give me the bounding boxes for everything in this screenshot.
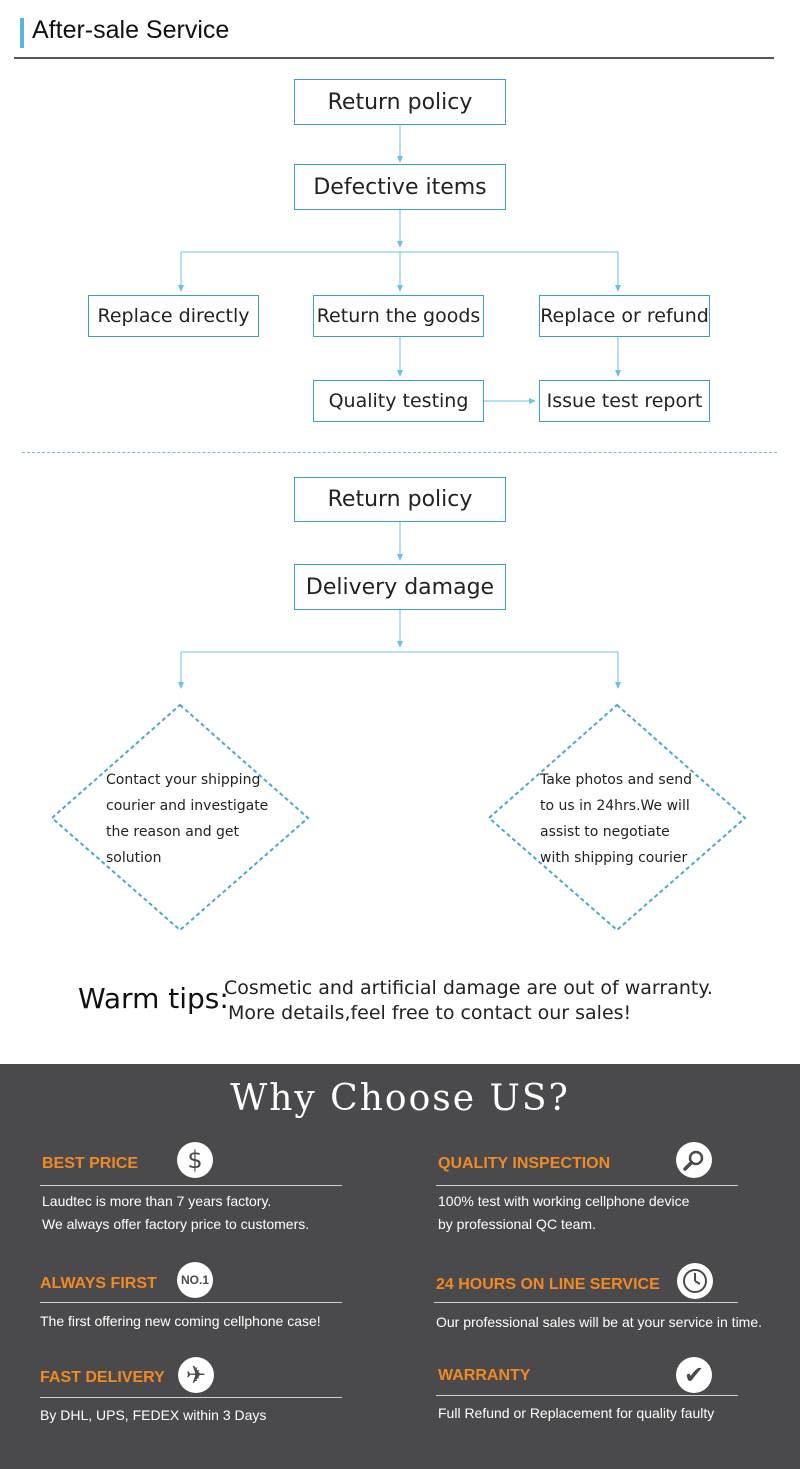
- page-title: After-sale Service: [32, 16, 230, 44]
- feature-divider: [40, 1302, 342, 1303]
- why-choose-us-section: [0, 1064, 800, 1469]
- left-diamond-outline: [50, 703, 310, 932]
- dollar-glyph: $: [187, 1146, 203, 1174]
- warm-tips-line-2: More details,feel free to contact our sa…: [228, 1002, 632, 1024]
- right-diamond-line-3: assist to negotiate: [540, 824, 670, 840]
- warm-tips-line-1: Cosmetic and artificial damage are out o…: [224, 977, 713, 999]
- feature-line: Our professional sales will be at your s…: [436, 1314, 763, 1330]
- feature-divider: [436, 1185, 738, 1186]
- left-diamond-line-3: the reason and get: [106, 824, 240, 840]
- feature-divider: [40, 1397, 342, 1398]
- left-diamond-line-4: solution: [106, 850, 162, 866]
- left-diamond-text: Contact your shipping courier and invest…: [106, 767, 268, 871]
- flowchart-connectors: [50, 125, 747, 932]
- feature-text-warranty: Full Refund or Replacement for quality f…: [438, 1402, 714, 1425]
- replace-or-refund-box: Replace or refund: [539, 295, 710, 337]
- return-policy-box-2: Return policy: [294, 477, 506, 522]
- quality-testing-box: Quality testing: [313, 380, 484, 422]
- magnifier-svg: [683, 1150, 704, 1171]
- feature-text-fast-delivery: By DHL, UPS, FEDEX within 3 Days: [40, 1404, 266, 1427]
- feature-line: We always offer factory price to custome…: [42, 1216, 310, 1232]
- replace-directly-box: Replace directly: [88, 295, 259, 337]
- return-goods-box: Return the goods: [313, 295, 484, 337]
- delivery-damage-box: Delivery damage: [294, 564, 506, 610]
- feature-text-quality-inspection: 100% test with working cellphone device …: [438, 1190, 689, 1236]
- feature-line: By DHL, UPS, FEDEX within 3 Days: [40, 1407, 267, 1423]
- right-diamond-line-1: Take photos and send: [540, 772, 693, 788]
- header-underline: [14, 57, 774, 59]
- feature-text-best-price: Laudtec is more than 7 years factory. We…: [42, 1190, 309, 1236]
- feature-divider: [434, 1302, 738, 1303]
- right-diamond-outline: [487, 703, 747, 932]
- right-diamond-line-2: to us in 24hrs.We will: [540, 798, 690, 814]
- magnifier-icon: [676, 1142, 712, 1178]
- header-accent-bar: [20, 18, 24, 48]
- airplane-glyph: ✈: [185, 1361, 207, 1389]
- right-diamond-text: Take photos and send to us in 24hrs.We w…: [540, 767, 692, 871]
- why-choose-us-title: Why Choose US?: [230, 1078, 570, 1119]
- dollar-icon: $: [177, 1142, 213, 1178]
- airplane-icon: ✈: [178, 1357, 214, 1393]
- feature-text-always-first: The first offering new coming cellphone …: [40, 1310, 321, 1333]
- feature-title-warranty: WARRANTY: [438, 1367, 531, 1384]
- clock-svg: [683, 1269, 707, 1293]
- feature-title-best-price: BEST PRICE: [42, 1155, 139, 1172]
- left-diamond-line-2: courier and investigate: [106, 798, 269, 814]
- feature-title-always-first: ALWAYS FIRST: [40, 1275, 157, 1292]
- left-diamond-line-1: Contact your shipping: [106, 772, 261, 788]
- feature-line: 100% test with working cellphone device: [438, 1193, 690, 1209]
- return-policy-box: Return policy: [294, 79, 506, 125]
- feature-divider: [436, 1395, 738, 1396]
- issue-test-report-box: Issue test report: [539, 380, 710, 422]
- feature-title-24-hours: 24 HOURS ON LINE SERVICE: [436, 1276, 660, 1293]
- feature-text-24-hours: Our professional sales will be at your s…: [436, 1311, 762, 1334]
- checkmark-icon: ✔: [676, 1357, 712, 1393]
- defective-items-box: Defective items: [294, 164, 506, 210]
- no1-badge-icon: NO.1: [177, 1262, 213, 1298]
- feature-line: by professional QC team.: [438, 1216, 596, 1232]
- feature-title-fast-delivery: FAST DELIVERY: [40, 1369, 165, 1386]
- right-diamond-line-4: with shipping courier: [540, 850, 688, 866]
- warm-tips-label: Warm tips:: [78, 982, 229, 1015]
- feature-line: The first offering new coming cellphone …: [40, 1313, 321, 1329]
- feature-divider: [40, 1185, 342, 1186]
- checkmark-glyph: ✔: [683, 1361, 705, 1389]
- no1-glyph: NO.1: [180, 1273, 209, 1287]
- feature-line: Full Refund or Replacement for quality f…: [438, 1405, 715, 1421]
- clock-icon: [677, 1263, 713, 1299]
- section-divider: [22, 452, 777, 453]
- feature-line: Laudtec is more than 7 years factory.: [42, 1193, 272, 1209]
- feature-title-quality-inspection: QUALITY INSPECTION: [438, 1155, 611, 1172]
